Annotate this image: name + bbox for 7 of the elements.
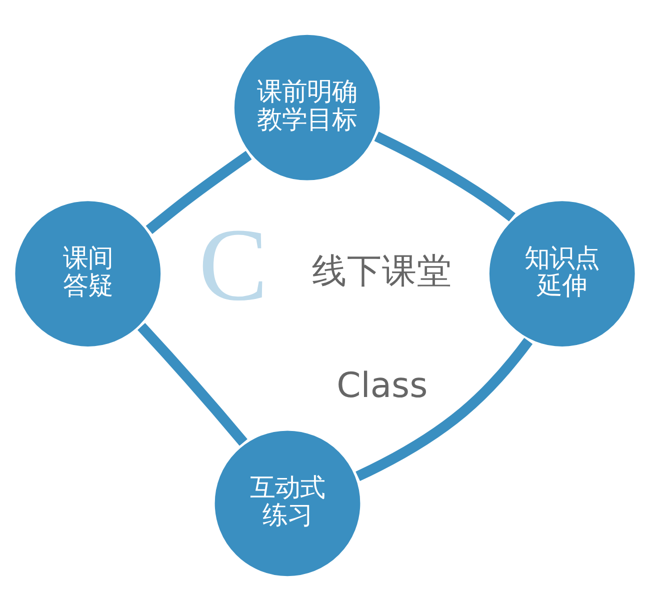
label: C bbox=[198, 207, 268, 322]
label: Class bbox=[336, 366, 428, 406]
label: 线下课堂 bbox=[312, 250, 452, 291]
connector bbox=[146, 150, 252, 234]
connector bbox=[356, 337, 533, 481]
connector bbox=[137, 322, 248, 446]
connector bbox=[374, 131, 516, 221]
